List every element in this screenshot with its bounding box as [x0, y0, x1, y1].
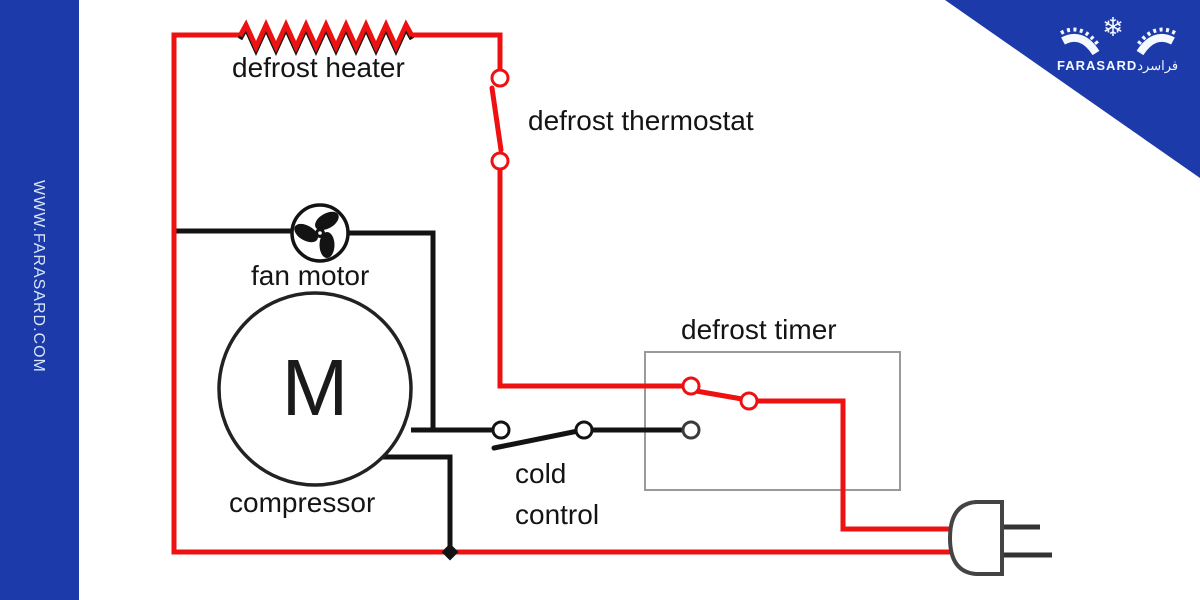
heater-to-thermostat-wire: [412, 32, 503, 70]
timer-contact-output: [739, 391, 759, 411]
defrost-timer-switch: [681, 376, 759, 440]
motor-symbol: M: [281, 343, 349, 432]
timer-contact-idle: [681, 420, 701, 440]
defrost-thermostat-label: defrost thermostat: [528, 105, 754, 136]
gear-teeth-left: [1060, 27, 1101, 48]
logo-wordmark: FARASARD: [1057, 58, 1138, 73]
thermostat-contact-top: [490, 68, 510, 88]
logo-wordmark-arabic: فراسرد: [1137, 58, 1179, 73]
gear-teeth-right: [1135, 27, 1176, 48]
compressor-circle: [217, 291, 413, 487]
defrost-thermostat-switch: [489, 68, 510, 171]
thermostat-to-timer-wire: [497, 169, 684, 389]
cold-control-label-line1: cold: [515, 458, 567, 489]
cold-control-label: cold control: [515, 453, 599, 535]
wire-junction-dot: [441, 543, 459, 561]
farasard-logo-mark: [1060, 27, 1176, 56]
cold-control-label-line2: control: [515, 499, 600, 530]
timer-contact-live: [681, 376, 701, 396]
timer-blade: [693, 388, 745, 402]
timer-output-wire: [756, 398, 964, 532]
cold-control-contact-right: [574, 420, 594, 440]
power-plug-icon: [947, 500, 1052, 576]
compressor-neutral-wire: [380, 454, 453, 550]
resistor-zigzag: [237, 18, 415, 54]
fan-motor-label: fan motor: [251, 260, 370, 291]
cold-control-contact-left: [491, 420, 511, 440]
brand-corner: ❄ FARASARDفراسرد: [945, 0, 1200, 178]
defrost-timer-label: defrost timer: [681, 314, 837, 345]
fan-branch-wire-right: [346, 230, 436, 430]
defrost-heater-label: defrost heater: [232, 52, 405, 83]
corner-triangle-shape: [945, 0, 1200, 178]
fan-motor-icon: [290, 203, 350, 263]
snowflake-icon: ❄: [1102, 12, 1124, 42]
thermostat-blade: [489, 85, 504, 153]
thermostat-contact-bottom: [490, 151, 510, 171]
brand-sidebar: WWW.FARASARD.COM: [0, 0, 79, 600]
live-wire-main: [171, 32, 964, 555]
gear-arc-right-icon: [1136, 34, 1175, 56]
gear-arc-left-icon: [1061, 34, 1100, 56]
defrost-timer-box: [644, 351, 901, 491]
cold-control-blade: [491, 428, 581, 451]
cold-control-switch: [491, 420, 594, 451]
corner-triangle: [945, 0, 1200, 178]
plug-body: [947, 500, 1004, 576]
sidebar-website-url: WWW.FARASARD.COM: [30, 180, 47, 373]
logo-wordmark-row: FARASARDفراسرد: [1057, 58, 1179, 74]
defrost-heater-resistor: [237, 18, 415, 57]
compressor-label: compressor: [229, 487, 376, 518]
